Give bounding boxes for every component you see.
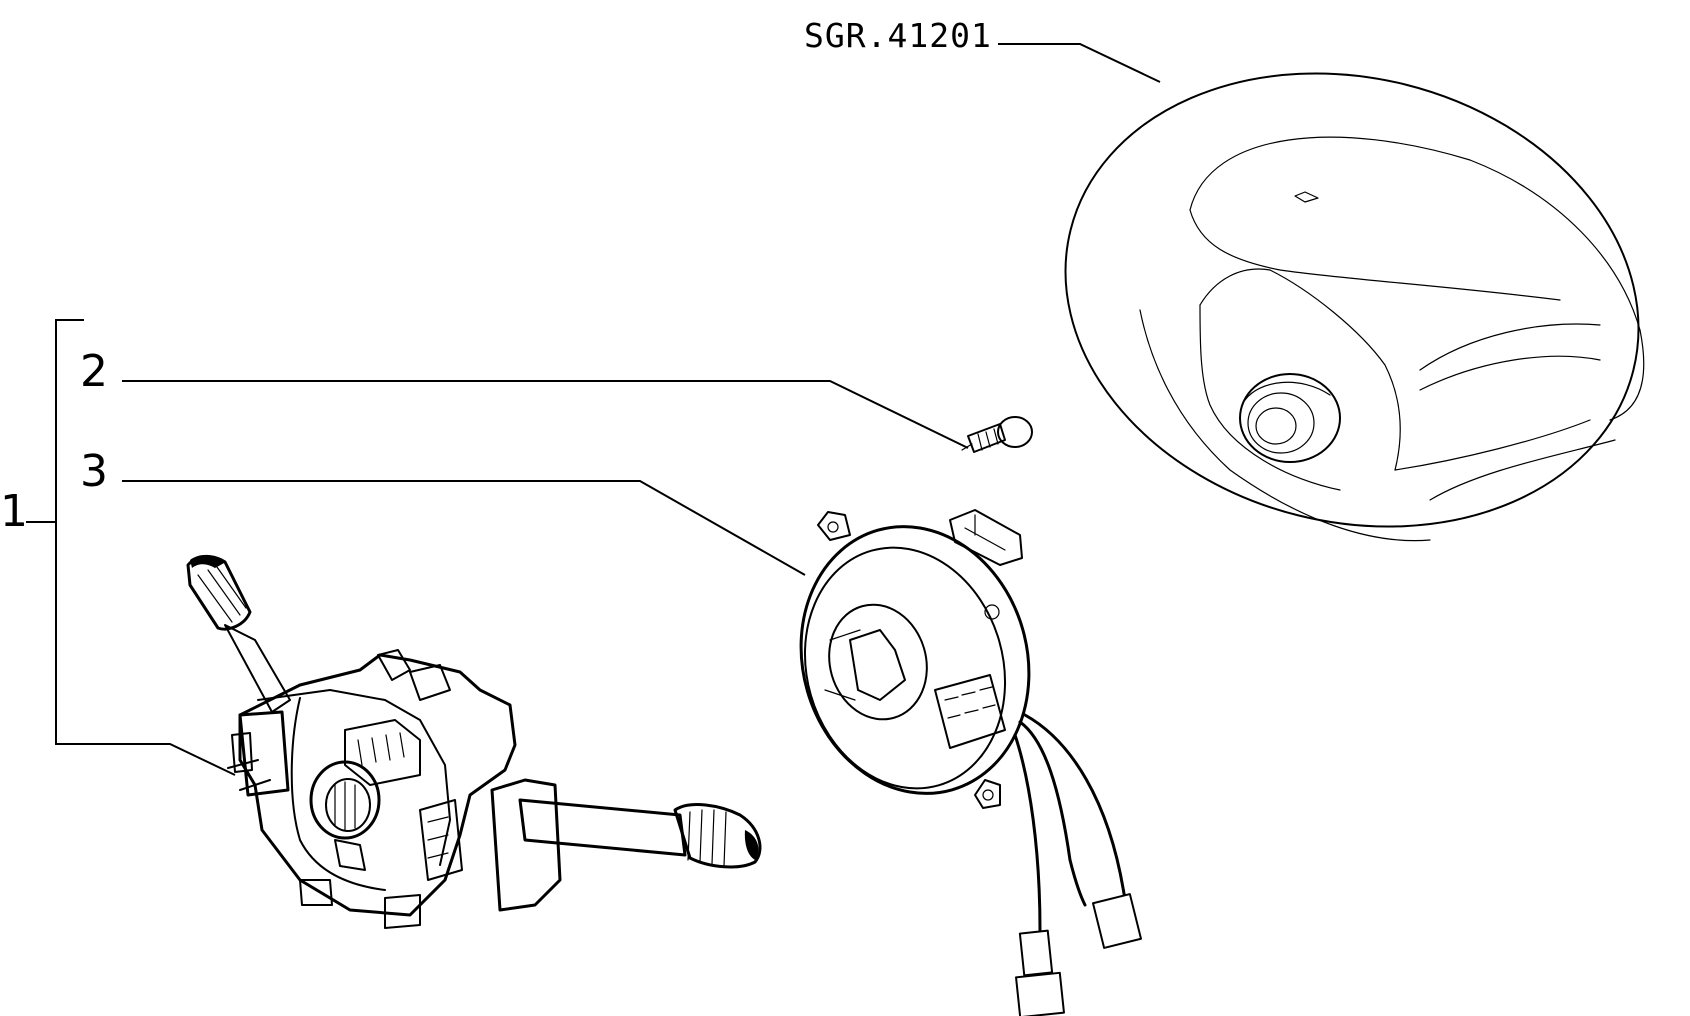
reference-code-leader <box>998 43 1161 83</box>
callout-3-leader <box>122 480 806 576</box>
steering-wheel-drawing <box>1064 72 1645 542</box>
callout-2-leader <box>122 380 969 449</box>
callout-1-bracket <box>26 319 236 776</box>
reference-code-label: SGR.41201 <box>804 16 992 55</box>
clock-spring-drawing <box>799 509 1142 1016</box>
callout-2-label: 2 <box>80 346 108 397</box>
combination-switch-drawing <box>186 554 762 929</box>
callout-3-label: 3 <box>80 446 108 497</box>
screw-drawing <box>961 416 1033 453</box>
callout-1-label: 1 <box>0 486 28 537</box>
